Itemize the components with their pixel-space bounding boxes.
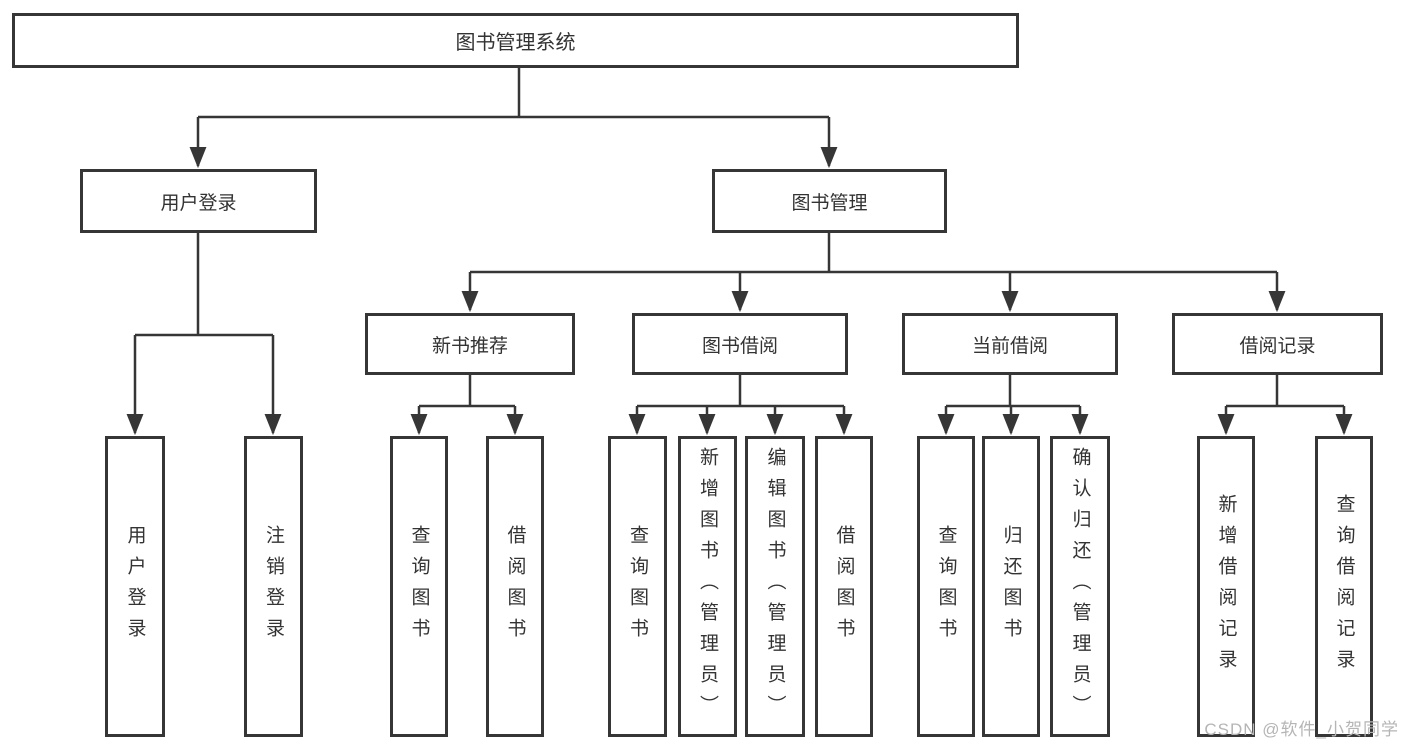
leaf-query-book-borrow: 查询图书 xyxy=(608,436,667,737)
node-current-borrow: 当前借阅 xyxy=(902,313,1118,375)
node-book-management: 图书管理 xyxy=(712,169,947,233)
leaf-query-borrow-record: 查询借阅记录 xyxy=(1315,436,1373,737)
node-user-login: 用户登录 xyxy=(80,169,317,233)
leaf-confirm-return-admin: 确认归还（管理员） xyxy=(1050,436,1110,737)
leaf-query-book-recommend: 查询图书 xyxy=(390,436,448,737)
leaf-borrow-book: 借阅图书 xyxy=(815,436,873,737)
leaf-user-login: 用户登录 xyxy=(105,436,165,737)
leaf-borrow-book-recommend: 借阅图书 xyxy=(486,436,544,737)
leaf-logout: 注销登录 xyxy=(244,436,303,737)
leaf-add-borrow-record: 新增借阅记录 xyxy=(1197,436,1255,737)
node-book-borrow: 图书借阅 xyxy=(632,313,848,375)
node-library-management-system: 图书管理系统 xyxy=(12,13,1019,68)
leaf-return-book: 归还图书 xyxy=(982,436,1040,737)
leaf-query-book-current: 查询图书 xyxy=(917,436,975,737)
leaf-add-book-admin: 新增图书（管理员） xyxy=(678,436,737,737)
node-borrow-records: 借阅记录 xyxy=(1172,313,1383,375)
node-new-book-recommend: 新书推荐 xyxy=(365,313,575,375)
leaf-edit-book-admin: 编辑图书（管理员） xyxy=(745,436,805,737)
